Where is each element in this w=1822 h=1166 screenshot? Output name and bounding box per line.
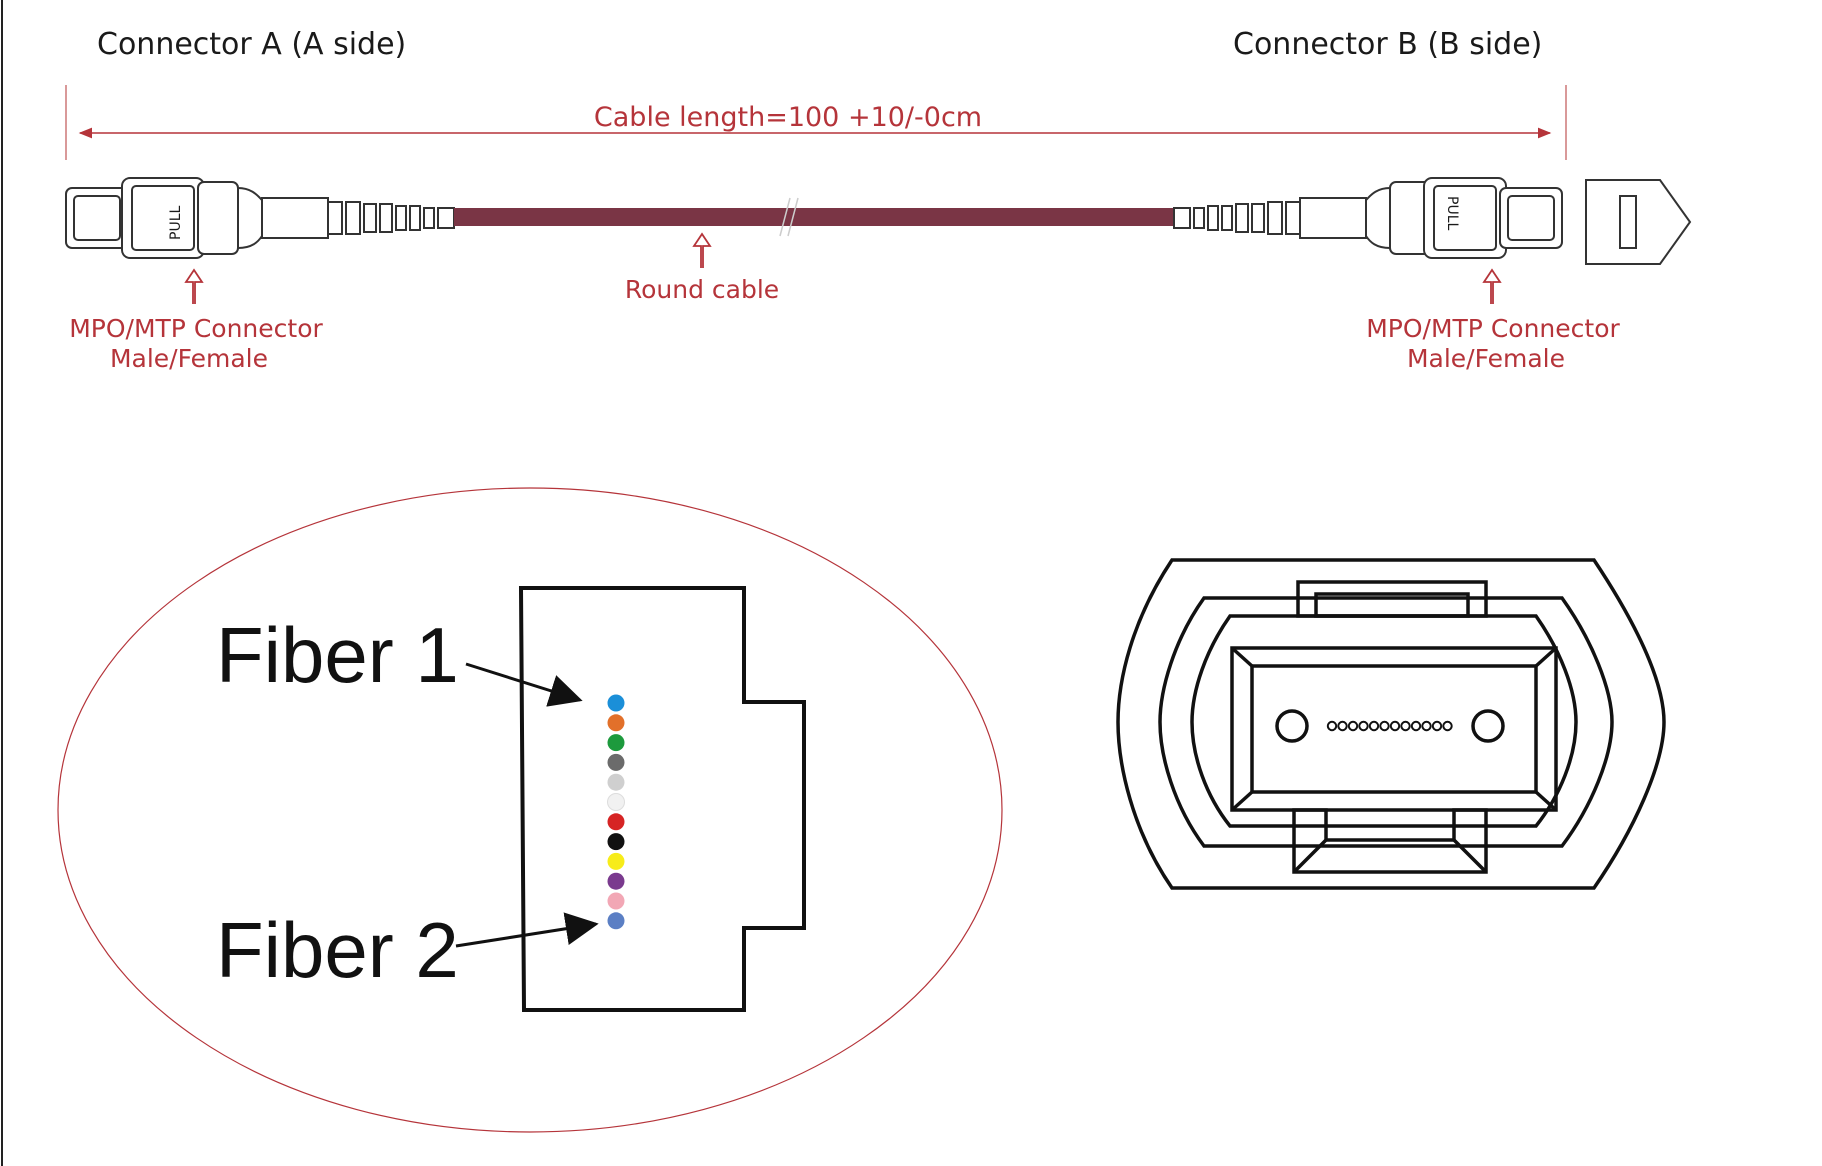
round-cable-label: Round cable (625, 275, 779, 304)
connector-b-callout-arrow (1482, 268, 1502, 304)
connector-b-caption-line2: Male/Female (1407, 344, 1565, 373)
cable-length-label: Cable length=100 +10/-0cm (594, 102, 982, 133)
fiber-dot-3 (607, 734, 625, 752)
fiber-dot-5 (607, 773, 625, 791)
end-view-fiber-5 (1368, 720, 1380, 732)
connector-a-pull-label: PULL (168, 206, 184, 240)
inner-housing (1158, 596, 1614, 848)
end-view-fiber-11 (1431, 720, 1443, 732)
guide-hole-right (1471, 709, 1505, 743)
bottom-key (1292, 808, 1488, 874)
end-view-fiber-row (1326, 720, 1453, 732)
fiber-dot-10 (607, 872, 625, 890)
end-view-fiber-7 (1389, 720, 1401, 732)
connector-a-title: Connector A (A side) (97, 27, 406, 62)
connector-end-view (1116, 558, 1666, 890)
cable-break-mark (779, 197, 791, 237)
annotation-arrows (184, 232, 1502, 304)
fiber-dot-6 (607, 793, 625, 811)
end-view-fiber-2 (1337, 720, 1348, 732)
fiber-dot-4 (607, 753, 625, 771)
end-view-fiber-4 (1358, 720, 1369, 732)
fiber-2-arrow (455, 912, 599, 948)
connector-a-callout-arrow (184, 268, 204, 304)
inner-housing-2 (1190, 614, 1578, 828)
end-view-fiber-8 (1400, 720, 1411, 732)
fiber-2-label: Fiber 2 (216, 906, 459, 994)
connector-a-drawing (65, 177, 455, 259)
connector-a-caption-line1: MPO/MTP Connector (69, 314, 323, 343)
ferrule-face (1250, 664, 1538, 794)
connector-b-caption-line1: MPO/MTP Connector (1366, 314, 1620, 343)
end-view-fiber-9 (1410, 720, 1422, 732)
cable-break-mark-2 (787, 197, 799, 237)
fiber-dot-12 (607, 912, 625, 930)
detail-ellipse (57, 487, 1003, 1133)
fiber-dot-8 (607, 833, 625, 851)
end-view-fiber-6 (1379, 720, 1390, 732)
end-view-fiber-3 (1347, 720, 1359, 732)
end-view-fiber-12 (1442, 720, 1453, 732)
outer-housing (1116, 558, 1666, 890)
guide-hole-left (1275, 709, 1309, 743)
fiber-dot-1 (607, 694, 625, 712)
connector-b-title: Connector B (B side) (1233, 27, 1542, 62)
ferrule-frame (1230, 646, 1558, 812)
fiber-dot-11 (607, 892, 625, 910)
end-view-fiber-1 (1326, 720, 1338, 732)
top-key-inner (1314, 592, 1470, 618)
fiber-1-label: Fiber 1 (216, 611, 459, 699)
end-view-fiber-10 (1421, 720, 1432, 732)
connector-b-pull-label: PULL (1444, 196, 1460, 230)
fiber-dot-7 (607, 813, 625, 831)
round-cable (454, 208, 1174, 226)
round-cable-callout-arrow (692, 232, 712, 268)
connector-b-drawing (1173, 177, 1563, 259)
fiber-dots (607, 694, 625, 930)
connector-a-caption-line2: Male/Female (110, 344, 268, 373)
fiber-1-arrow (465, 662, 583, 707)
fiber-dot-2 (607, 714, 625, 732)
ferrule-outline (518, 586, 806, 1012)
dust-cap-drawing (1585, 179, 1692, 265)
fiber-dot-9 (607, 852, 625, 870)
